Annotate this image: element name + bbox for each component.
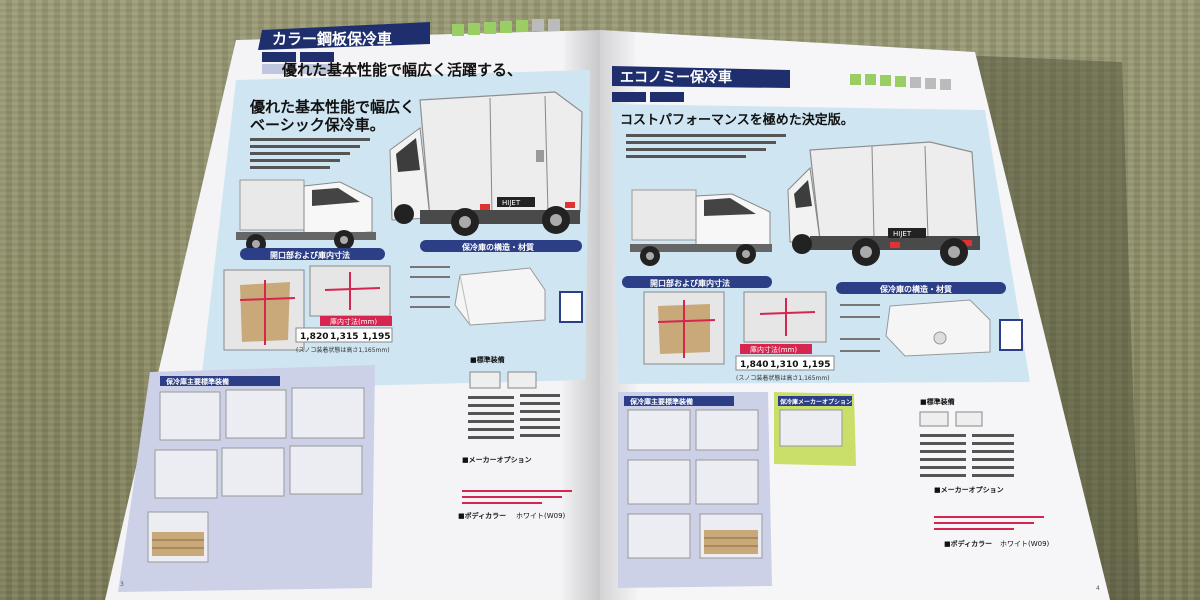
left-maker-option-title: ■メーカーオプション [462, 455, 532, 464]
right-page: エコノミー保冷車 コストパフォーマンスを極めた決定版。 [600, 30, 1110, 600]
left-floor-slats [152, 532, 204, 556]
left-section-structure: 保冷庫の構造・材質 [461, 242, 534, 252]
left-subhead-1: 優れた基本性能で幅広く [249, 98, 415, 116]
left-badge-4wd [300, 52, 334, 62]
right-section-structure-pill [836, 282, 1006, 294]
left-section-opening-pill [240, 248, 385, 260]
right-title-bar [612, 66, 790, 88]
right-dims-caption: 庫内寸法(mm) [750, 345, 797, 354]
left-dims-note: (スノコ装着状態は高さ1,165mm) [296, 346, 390, 354]
right-std-equipment-title: ■標準装備 [920, 397, 955, 406]
left-dim-height: 1,195 [362, 332, 390, 342]
left-title: カラー鋼板保冷車 [272, 30, 392, 48]
left-dim-width: 1,315 [330, 332, 358, 342]
left-small-truck [236, 179, 376, 254]
left-section-structure-pill [420, 240, 582, 252]
right-dims-caption-bar [740, 344, 812, 354]
left-std-equipment-list [468, 371, 560, 439]
left-section-equipment: 保冷庫主要標準装備 [165, 377, 229, 386]
right-section-equipment-bar [624, 396, 734, 406]
right-badge-4wd [650, 92, 684, 102]
right-dims-table [735, 355, 835, 371]
left-badge-grade [262, 64, 296, 74]
right-truck-badge: HIJET [893, 230, 912, 238]
left-dims-caption-bar [320, 316, 392, 326]
right-section-equipment: 保冷庫主要標準装備 [629, 397, 693, 406]
right-maker-option-photo [779, 409, 843, 447]
right-headline: コストパフォーマンスを極めた決定版。 [620, 112, 854, 128]
left-dims-caption: 庫内寸法(mm) [330, 317, 377, 326]
right-badge-2wd [612, 92, 646, 102]
left-large-truck: HIJET [389, 91, 583, 236]
left-std-equipment-title: ■標準装備 [470, 355, 505, 364]
left-caution-lines [462, 490, 572, 504]
right-title: エコノミー保冷車 [620, 69, 732, 86]
left-badge-2wd [262, 52, 296, 62]
left-dim-length: 1,820 [300, 332, 328, 342]
right-dim-width: 1,310 [770, 360, 798, 370]
right-dim-length: 1,840 [740, 360, 768, 370]
right-large-truck: HIJET [787, 141, 980, 266]
right-floor-slats [704, 530, 758, 554]
right-section-structure: 保冷庫の構造・材質 [879, 284, 952, 294]
left-body-color-value: ホワイト(W09) [516, 512, 566, 520]
left-page: カラー鋼板保冷車 優れた基本性能で幅広く活躍する、 優れた基本性能で幅広く ベー… [105, 19, 600, 600]
right-section-opening: 開口部および庫内寸法 [650, 278, 730, 288]
left-section-opening: 開口部および庫内寸法 [270, 250, 350, 260]
left-dims-table [295, 327, 393, 343]
right-dims-note: (スノコ装着状態は高さ1,165mm) [736, 374, 830, 382]
right-opening-photos [643, 291, 827, 365]
left-section-equipment-bar [160, 376, 280, 386]
right-body-color-value: ホワイト(W09) [1000, 540, 1050, 548]
right-small-truck [630, 189, 772, 266]
right-maker-option-badge-bar [778, 396, 852, 406]
right-page-number: 4 [1096, 585, 1100, 592]
left-title-bar [258, 22, 430, 50]
left-body-color-label: ■ボディカラー [458, 511, 506, 520]
right-feature-icons [850, 74, 951, 90]
left-subhead: ベーシック保冷車。 [250, 116, 385, 134]
left-truck-badge: HIJET [502, 199, 521, 207]
right-body-color-label: ■ボディカラー [944, 539, 992, 548]
right-maker-option-title: ■メーカーオプション [934, 485, 1004, 494]
right-caution-lines [934, 516, 1044, 530]
right-dim-height: 1,195 [802, 360, 830, 370]
left-headline: 優れた基本性能で幅広く活躍する、 [281, 61, 522, 79]
right-section-opening-pill [622, 276, 772, 288]
right-body-lines [626, 134, 786, 158]
right-maker-option-badge: 保冷庫メーカーオプション [779, 398, 852, 406]
right-structure-diagram [840, 299, 1023, 357]
left-badge-grade-2 [300, 64, 334, 74]
left-opening-photos [223, 265, 391, 351]
left-body-lines [250, 138, 370, 169]
right-std-equipment-list [919, 411, 1014, 477]
left-feature-icons [452, 19, 560, 36]
left-structure-diagram [410, 266, 583, 326]
left-page-number: 3 [120, 581, 124, 588]
